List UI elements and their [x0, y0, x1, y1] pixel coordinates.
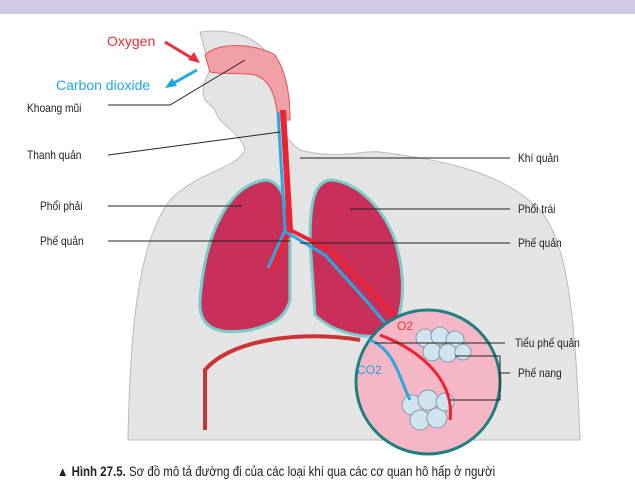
label-nasal-cavity: Khoang mũi [27, 101, 82, 115]
oxygen-arrow [164, 40, 196, 62]
nasal-cavity [204, 45, 291, 121]
diaphragm [203, 334, 361, 430]
label-bronchiole: Tiểu phế quản [515, 336, 580, 350]
header-band [0, 0, 635, 14]
label-left-lung: Phổi trái [518, 202, 556, 216]
trachea-air [266, 111, 287, 269]
label-bronchus-right: Phế quản [518, 236, 562, 250]
leader-lines [107, 59, 510, 401]
co2-label: CO2 [357, 363, 382, 377]
label-trachea: Khí quản [518, 151, 559, 165]
o2-label: O2 [397, 319, 414, 333]
caption-number: Hình 27.5. [71, 464, 126, 479]
co2-arrow [171, 68, 198, 86]
label-bronchus-left: Phế quản [40, 234, 84, 248]
capillary [379, 333, 452, 421]
figure-caption: ▲ Hình 27.5. Sơ đồ mô tả đường đi của cá… [57, 464, 495, 479]
caption-text: Sơ đồ mô tả đường đi của các loại khí qu… [128, 464, 496, 479]
caption-marker: ▲ [57, 464, 69, 479]
oxygen-label: Oxygen [107, 33, 156, 49]
label-right-lung: Phổi phải [40, 199, 83, 213]
label-larynx: Thanh quản [27, 148, 82, 162]
carbon-dioxide-label: Carbon dioxide [56, 77, 151, 93]
label-alveoli: Phế nang [518, 366, 562, 380]
